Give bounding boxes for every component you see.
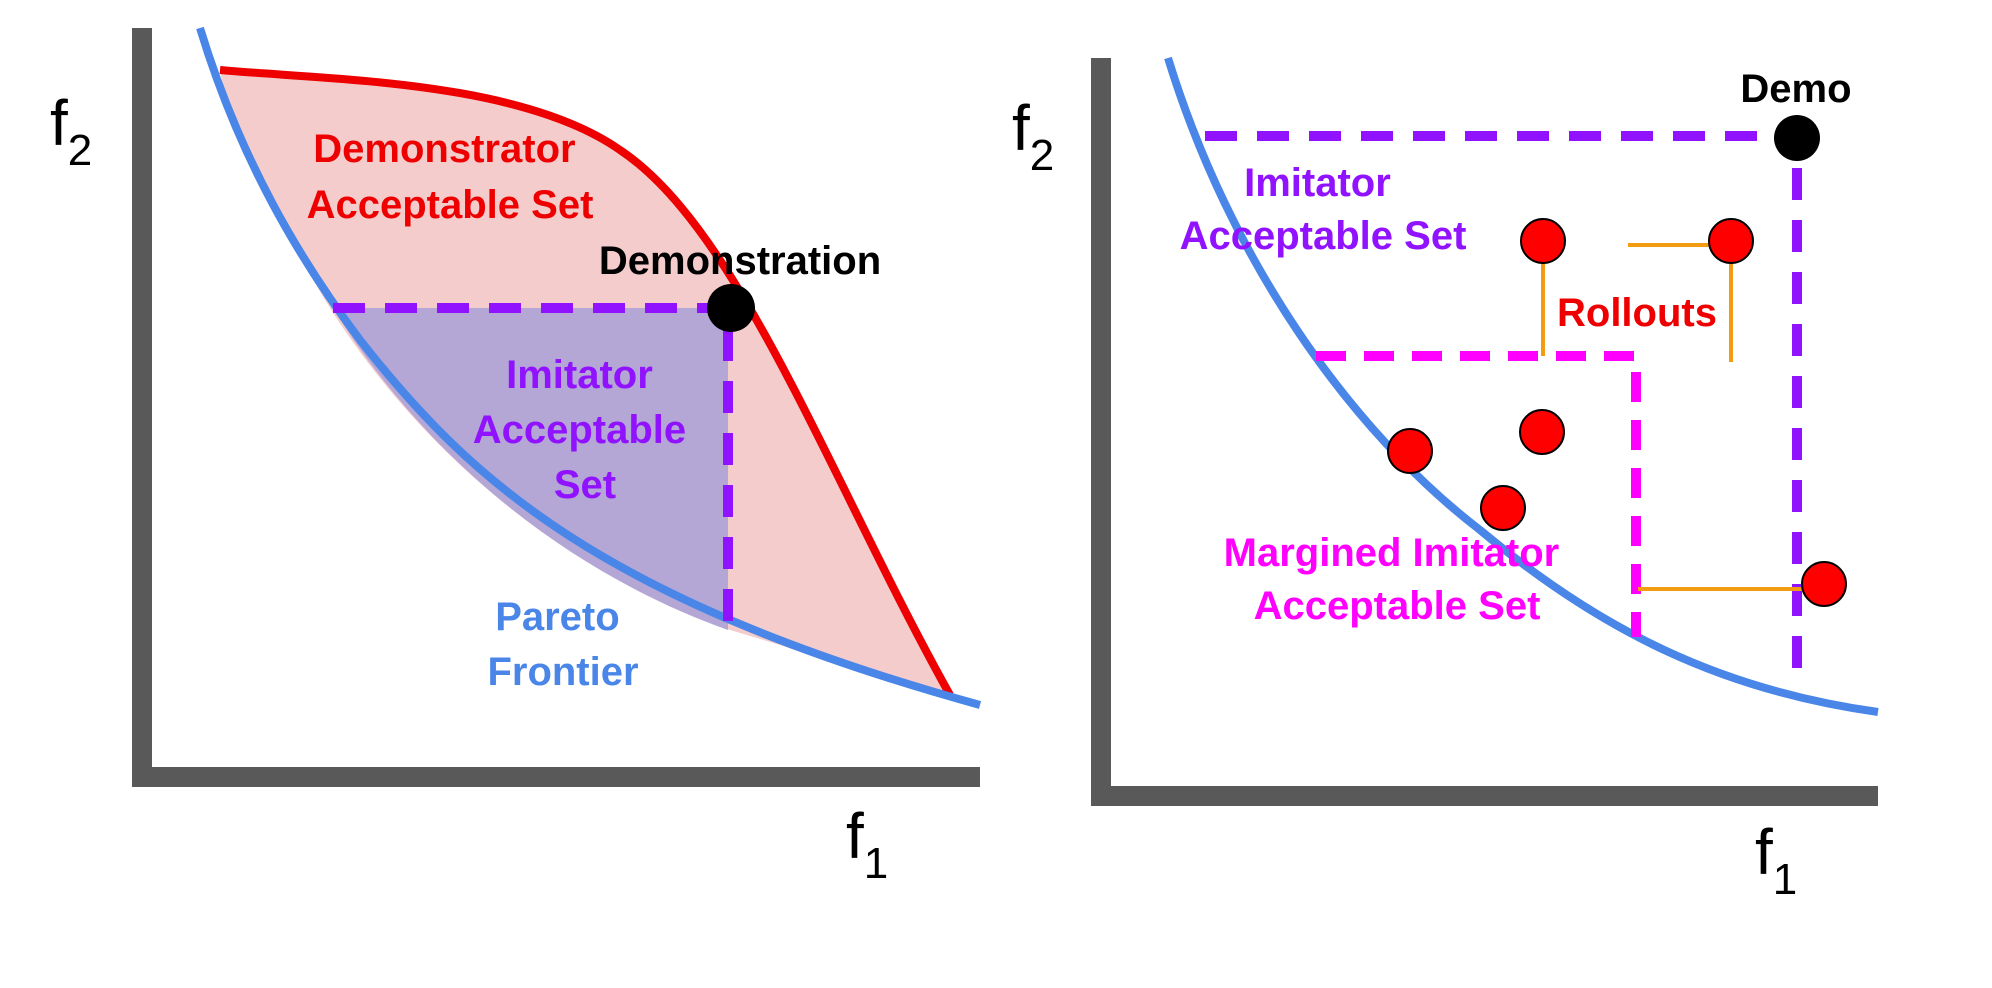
demonstration-point [707,284,755,332]
rollout-point [1801,561,1847,607]
margined-imitator-set-label: Margined Imitator Acceptable Set [1224,531,1571,628]
left-panel: f2 f1 Demonstrator Acceptable Set Demons… [50,26,982,888]
demonstrator-set-label: Demonstrator Acceptable Set [307,127,594,227]
imitator-set-label: Imitator Acceptable Set [473,353,698,507]
pareto-frontier-label: Pareto Frontier [487,595,638,694]
rollouts-label: Rollouts [1557,291,1717,335]
rollout-point [1480,485,1526,531]
left-axis-x-label: f1 [846,800,888,888]
rollout-point [1387,428,1433,474]
left-axis-y-label: f2 [50,87,92,175]
right-pareto-frontier-curve [1164,56,1879,716]
demonstration-label: Demonstration [599,239,881,283]
right-axis-x-label: f1 [1755,816,1797,904]
right-imitator-set-label: Imitator Acceptable Set [1180,161,1467,258]
right-panel: f2 f1 Demo Imitator Acceptable Set Rollo… [1012,56,1879,904]
demo-label: Demo [1740,67,1851,111]
margined-imitator-dashed-boundary [1316,351,1641,637]
right-axis-y-label: f2 [1012,92,1054,180]
demonstrator-boundary-curve [219,66,954,697]
rollout-point [1520,218,1566,264]
rollout-point [1708,218,1754,264]
rollout-point [1519,409,1565,455]
demo-point [1774,115,1820,161]
imitator-acceptable-region [333,308,728,630]
